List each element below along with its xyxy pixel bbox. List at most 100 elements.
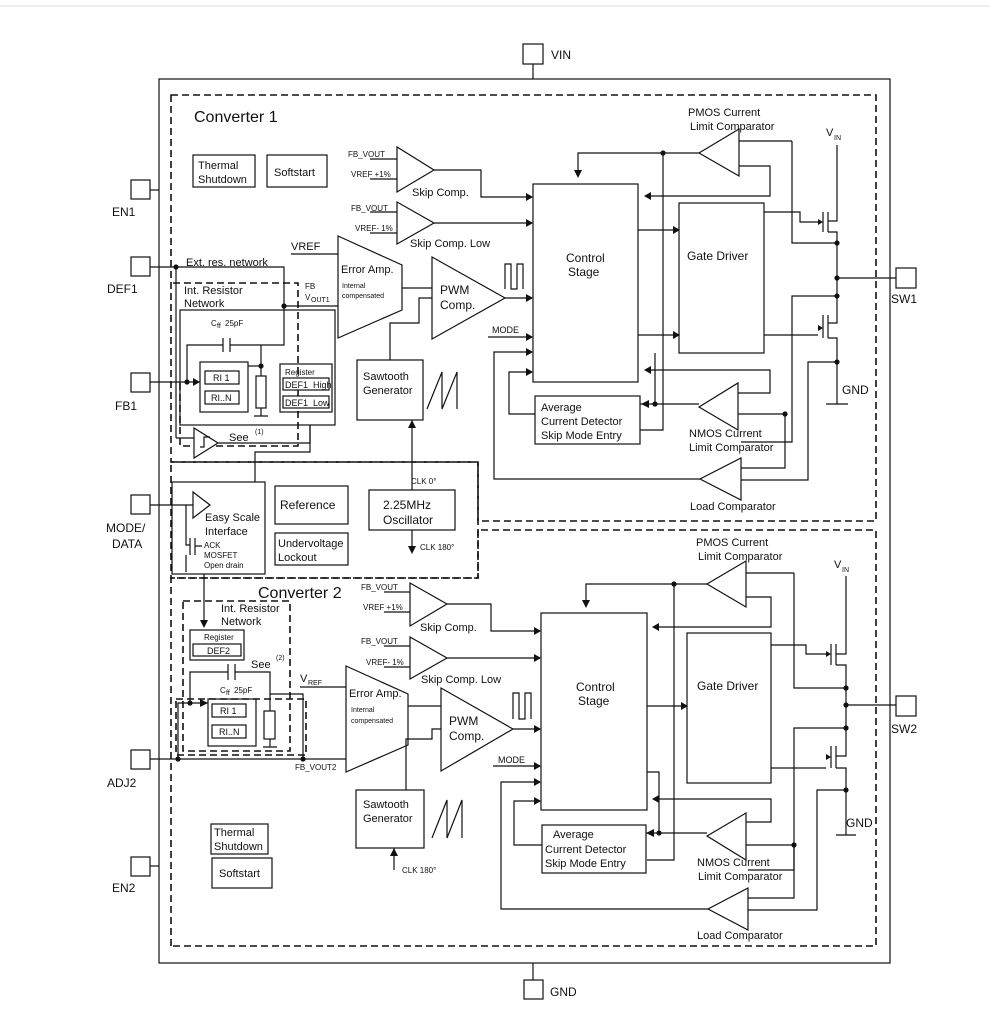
- c1-mode-signal: MODE: [488, 325, 533, 341]
- svg-text:Reference: Reference: [280, 498, 336, 512]
- svg-text:Generator: Generator: [363, 385, 413, 397]
- svg-text:Limit Comparator: Limit Comparator: [690, 121, 775, 133]
- pin-en2[interactable]: EN2: [112, 856, 159, 895]
- pin-sw2[interactable]: SW2: [846, 695, 917, 736]
- svg-text:RI..N: RI..N: [211, 393, 232, 403]
- oscillator-block: 2.25MHz Oscillator CLK 180°: [368, 489, 456, 554]
- svg-text:RI 1: RI 1: [220, 706, 237, 716]
- svg-text:Skip Mode Entry: Skip Mode Entry: [541, 430, 622, 442]
- c1-thermal-shutdown-block: Thermal Shutdown: [192, 154, 256, 188]
- c1-gate-driver: Gate Driver: [678, 202, 765, 354]
- svg-text:OUT1: OUT1: [311, 297, 330, 304]
- svg-text:Internal: Internal: [342, 283, 366, 290]
- svg-text:Network: Network: [184, 298, 225, 310]
- converter1-title: Converter 1: [194, 109, 278, 126]
- svg-text:Gate Driver: Gate Driver: [687, 249, 748, 263]
- svg-text:ff: ff: [217, 323, 221, 330]
- svg-text:25pF: 25pF: [234, 686, 252, 695]
- c2-average-current-detector: Average Current Detector Skip Mode Entry: [513, 797, 647, 874]
- svg-text:V: V: [826, 127, 834, 139]
- svg-text:Softstart: Softstart: [274, 167, 315, 179]
- svg-text:FB_VOUT: FB_VOUT: [361, 583, 398, 592]
- svg-text:IN: IN: [834, 135, 841, 142]
- svg-text:Interface: Interface: [205, 526, 248, 538]
- svg-text:Skip Comp.: Skip Comp.: [412, 187, 469, 199]
- svg-text:Skip Comp.: Skip Comp.: [420, 622, 477, 634]
- svg-text:FB_VOUT: FB_VOUT: [361, 637, 398, 646]
- pin-mode-data[interactable]: MODE/ DATA: [106, 494, 172, 551]
- svg-text:Sawtooth: Sawtooth: [363, 799, 409, 811]
- svg-text:Average: Average: [541, 402, 582, 414]
- pin-gnd[interactable]: GND: [523, 963, 577, 1000]
- pin-fb1-label: FB1: [115, 399, 137, 413]
- pin-def1[interactable]: DEF1: [107, 256, 176, 296]
- pin-sw2-label: SW2: [891, 722, 917, 736]
- c1-int-resistor-network: Ext. res. network Int. Resistor Network …: [173, 257, 336, 460]
- svg-text:Comp.: Comp.: [449, 729, 484, 743]
- pin-adj2[interactable]: ADJ2: [107, 749, 178, 790]
- svg-text:Lockout: Lockout: [278, 552, 317, 564]
- reference-block: Reference: [274, 485, 349, 525]
- svg-text:Skip Mode Entry: Skip Mode Entry: [545, 858, 626, 870]
- pin-fb1[interactable]: FB1: [115, 372, 187, 413]
- pin-vin-label: VIN: [551, 48, 571, 62]
- svg-text:C: C: [211, 319, 217, 328]
- svg-text:CLK 0°: CLK 0°: [411, 477, 436, 486]
- c1-control-stage: Control Stage: [532, 183, 639, 383]
- svg-text:Limit Comparator: Limit Comparator: [698, 551, 783, 563]
- svg-text:25pF: 25pF: [225, 319, 243, 328]
- svg-text:Int. Resistor: Int. Resistor: [221, 603, 280, 615]
- easy-scale-interface: Easy Scale Interface ACK MOSFET Open dra…: [171, 425, 311, 628]
- svg-text:Thermal: Thermal: [214, 827, 254, 839]
- svg-text:See: See: [251, 659, 271, 671]
- svg-text:Load Comparator: Load Comparator: [697, 930, 783, 942]
- svg-text:Network: Network: [221, 616, 262, 628]
- svg-text:Oscillator: Oscillator: [383, 513, 433, 527]
- c1-average-current-detector: Average Current Detector Skip Mode Entry: [508, 368, 641, 445]
- svg-text:PMOS Current: PMOS Current: [696, 537, 768, 549]
- svg-text:PWM: PWM: [449, 714, 478, 728]
- svg-text:DEF2: DEF2: [207, 646, 230, 656]
- c1-sawtooth-generator: Sawtooth Generator CLK 0°: [356, 297, 458, 490]
- svg-text:Limit Comparator: Limit Comparator: [689, 442, 774, 454]
- c2-low-side-mosfet: GND: [771, 705, 873, 836]
- pin-sw1[interactable]: SW1: [838, 267, 917, 306]
- svg-text:ff: ff: [226, 690, 230, 697]
- svg-text:Internal: Internal: [351, 707, 375, 714]
- svg-text:Gate Driver: Gate Driver: [697, 679, 758, 693]
- svg-text:MOSFET: MOSFET: [204, 551, 237, 560]
- svg-text:V: V: [305, 293, 311, 302]
- pin-data-label: DATA: [112, 537, 142, 551]
- converter2-region: [170, 529, 877, 947]
- svg-text:Load Comparator: Load Comparator: [690, 501, 776, 513]
- svg-text:NMOS Current: NMOS Current: [697, 857, 770, 869]
- svg-text:MODE: MODE: [492, 325, 519, 335]
- svg-text:Thermal: Thermal: [198, 160, 238, 172]
- svg-text:FB_VOUT: FB_VOUT: [351, 204, 388, 213]
- svg-text:Error Amp.: Error Amp.: [349, 688, 402, 700]
- c2-pmos-current-limit-comparator: PMOS Current Limit Comparator: [582, 537, 794, 861]
- c2-sawtooth-generator: Sawtooth Generator CLK 180°: [355, 728, 463, 875]
- svg-text:VREF: VREF: [291, 241, 321, 253]
- c2-gate-driver: Gate Driver: [686, 632, 772, 784]
- svg-text:compensated: compensated: [342, 293, 384, 300]
- c1-low-side-mosfet: GND: [764, 278, 869, 405]
- svg-text:2.25MHz: 2.25MHz: [383, 498, 431, 512]
- svg-text:Register: Register: [285, 368, 315, 377]
- svg-text:VREF- 1%: VREF- 1%: [366, 658, 404, 667]
- svg-text:Shutdown: Shutdown: [214, 841, 263, 853]
- c2-load-comparator: Load Comparator: [500, 778, 795, 942]
- c2-high-side-mosfet: V IN: [771, 559, 849, 708]
- svg-text:Stage: Stage: [568, 265, 600, 279]
- svg-text:V: V: [300, 673, 308, 685]
- pin-vin[interactable]: VIN: [522, 43, 571, 79]
- c1-skip-low-comparator: FB_VOUT VREF- 1% Skip Comp. Low: [351, 200, 533, 250]
- svg-text:Control: Control: [566, 251, 605, 265]
- pin-en1[interactable]: EN1: [112, 179, 159, 219]
- pin-gnd-label: GND: [550, 985, 577, 999]
- svg-text:Generator: Generator: [363, 813, 413, 825]
- c1-skip-comparator: FB_VOUT VREF +1% Skip Comp.: [348, 145, 533, 201]
- pin-en2-label: EN2: [112, 881, 136, 895]
- svg-text:See: See: [229, 432, 249, 444]
